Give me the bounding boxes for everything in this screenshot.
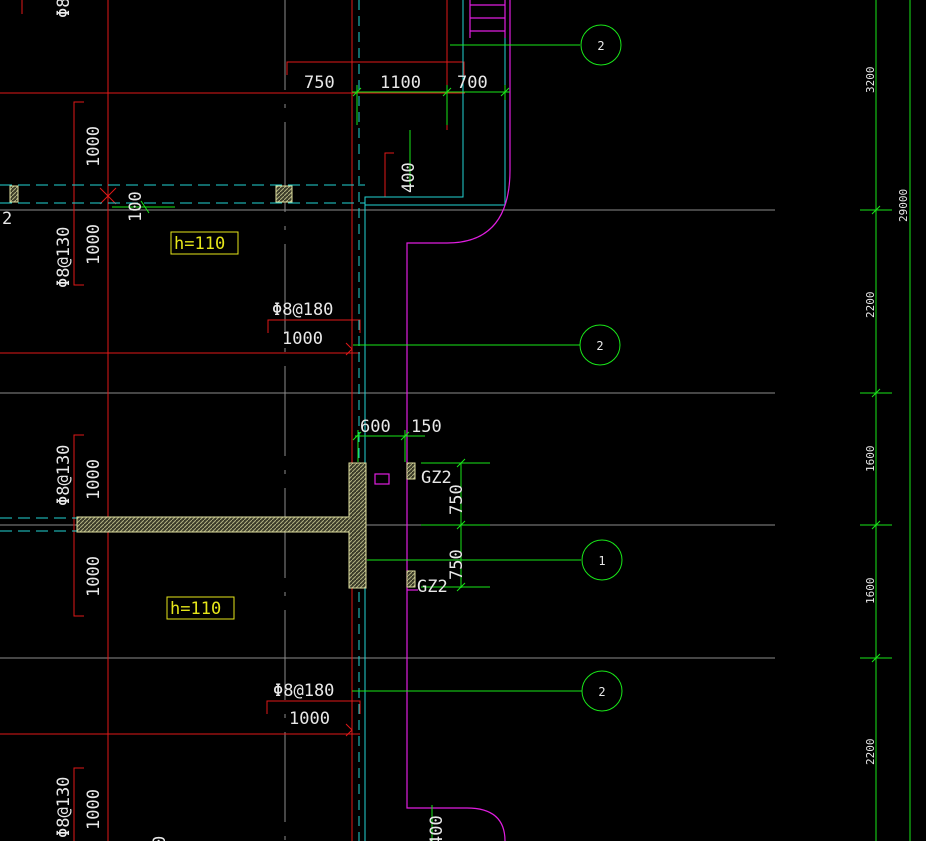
rebar-spec-3: Φ8@130 bbox=[54, 777, 74, 838]
red-geometry bbox=[0, 0, 465, 841]
rebar-spec-2: Φ8@130 bbox=[54, 445, 74, 506]
column-gz2-top bbox=[406, 462, 416, 480]
axis-dim-29000: 29000 bbox=[897, 189, 910, 222]
axis-dim-1600-a: 1600 bbox=[864, 446, 877, 473]
slab-thickness-1: h=110 bbox=[174, 234, 225, 254]
rebar-spec-180-2: Φ8@180 bbox=[273, 681, 334, 701]
dim-100: 100 bbox=[126, 191, 146, 222]
wall-t-section bbox=[76, 462, 367, 589]
gz2-label-bottom: GZ2 bbox=[417, 577, 448, 597]
dim-750-vertical-1: 750 bbox=[447, 484, 467, 515]
slab-thickness-box-1 bbox=[170, 231, 239, 255]
hatched-members bbox=[9, 185, 416, 589]
callout-4[interactable]: 2 bbox=[581, 670, 623, 712]
green-geometry bbox=[112, 0, 911, 841]
labels: Φ8 750 1100 700 400 100 2 1000 Φ8@130 10… bbox=[2, 0, 488, 841]
dim-750-vertical-2: 750 bbox=[447, 549, 467, 580]
rebar-length-3: 1000 bbox=[282, 329, 323, 349]
axis-dim-3200: 3200 bbox=[864, 67, 877, 94]
callout-label: 1 bbox=[598, 554, 605, 568]
callout-1[interactable]: 2 bbox=[580, 24, 622, 66]
slab-thickness-2: h=110 bbox=[170, 599, 221, 619]
dim-1100: 1100 bbox=[380, 73, 421, 93]
gz2-label-top: GZ2 bbox=[421, 468, 452, 488]
callouts: 2 2 1 2 bbox=[579, 24, 623, 712]
rebar-length-4: 1000 bbox=[84, 459, 104, 500]
bottom-partial-label: 0 bbox=[150, 836, 170, 841]
column-gz2-bottom bbox=[406, 570, 416, 588]
callout-circle bbox=[579, 324, 621, 366]
column-left bbox=[9, 185, 19, 203]
slab-thickness-box-2 bbox=[166, 596, 235, 620]
rebar-spec-180-1: Φ8@180 bbox=[272, 300, 333, 320]
axis-dim-1600-b: 1600 bbox=[864, 578, 877, 605]
callout-label: 2 bbox=[597, 39, 604, 53]
axis-dim-2200-a: 2200 bbox=[864, 292, 877, 319]
dim-750-top: 750 bbox=[304, 73, 335, 93]
axis-dimensions: 3200 29000 2200 1600 1600 2200 bbox=[864, 67, 910, 766]
callout-3[interactable]: 1 bbox=[581, 539, 623, 581]
dim-400-top: 400 bbox=[399, 162, 419, 193]
callout-circle bbox=[581, 670, 623, 712]
rebar-length-2: 1000 bbox=[84, 224, 104, 265]
axis-dim-2200-b: 2200 bbox=[864, 739, 877, 766]
callout-label: 2 bbox=[596, 339, 603, 353]
rebar-length-5: 1000 bbox=[84, 556, 104, 597]
dim-600: 600 bbox=[360, 417, 391, 437]
callout-2[interactable]: 2 bbox=[579, 324, 621, 366]
rebar-spec-1: Φ8@130 bbox=[54, 227, 74, 288]
left-grid-number: 2 bbox=[2, 209, 12, 229]
rebar-length-1: 1000 bbox=[84, 126, 104, 167]
callout-circle bbox=[581, 539, 623, 581]
callout-label: 2 bbox=[598, 685, 605, 699]
dim-700: 700 bbox=[457, 73, 488, 93]
magenta-geometry bbox=[374, 0, 511, 841]
rebar-length-6: 1000 bbox=[289, 709, 330, 729]
top-rebar-label: Φ8 bbox=[54, 0, 74, 18]
dim-400-bottom: 400 bbox=[427, 815, 447, 841]
dim-150: 150 bbox=[411, 417, 442, 437]
callout-circle bbox=[580, 24, 622, 66]
rebar-length-7: 1000 bbox=[84, 789, 104, 830]
column-mid bbox=[275, 185, 293, 203]
